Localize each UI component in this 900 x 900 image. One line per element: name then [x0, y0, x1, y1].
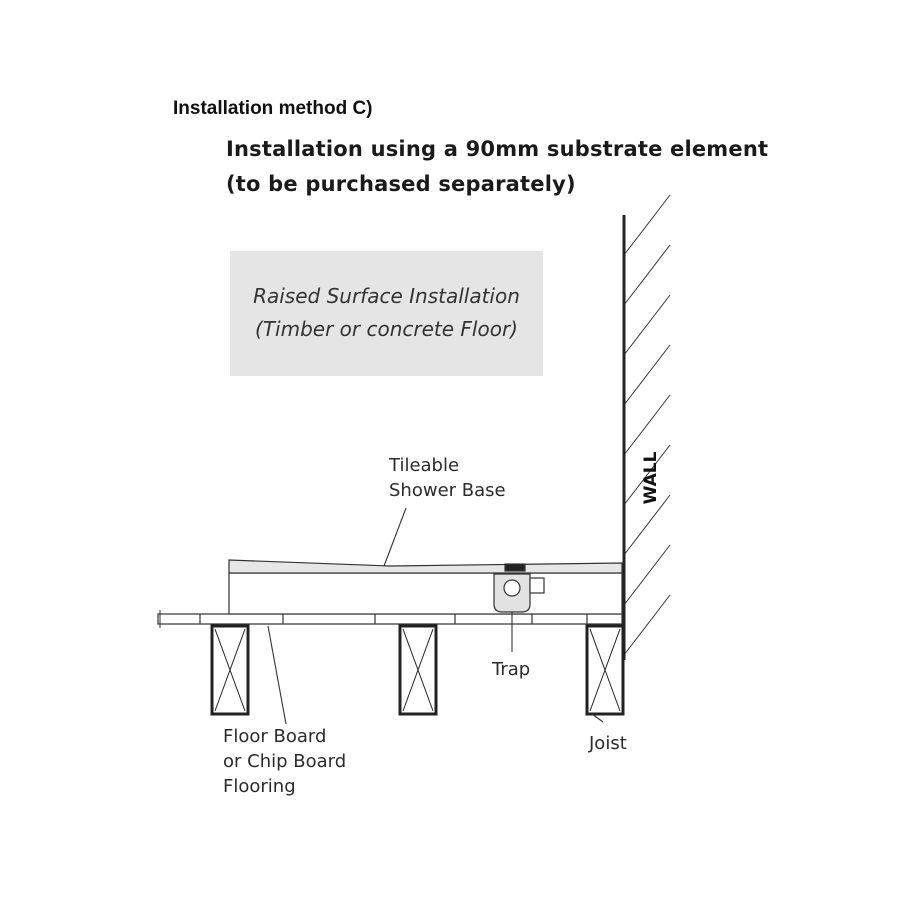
wall-hatching — [623, 194, 671, 656]
floor-board-label: Floor Board or Chip Board Flooring — [223, 724, 346, 799]
floor-board-label-line2: or Chip Board — [223, 751, 347, 772]
shower-base-label-line2: Shower Base — [389, 480, 506, 501]
installation-type-line2: (Timber or concrete Floor) — [255, 317, 518, 341]
substrate-element — [228, 572, 623, 615]
shower-base-label-line1: Tileable — [389, 455, 460, 476]
joist-right — [585, 624, 625, 716]
wall-label: WALL — [641, 451, 661, 504]
installation-type-box: Raised Surface Installation (Timber or c… — [230, 251, 543, 376]
floor-board-label-line3: Flooring — [223, 776, 296, 797]
joist-middle — [398, 624, 438, 716]
method-title: Installation method C) — [173, 98, 373, 119]
trap-label: Trap — [492, 659, 531, 680]
shower-base — [228, 559, 623, 574]
installation-type-line1: Raised Surface Installation — [253, 284, 520, 308]
substrate-headline-line2: (to be purchased separately) — [226, 172, 576, 196]
shower-base-label: Tileable Shower Base — [389, 453, 506, 503]
joist-label: Joist — [589, 733, 627, 754]
leader-lines — [267, 507, 604, 725]
trap — [493, 563, 545, 613]
substrate-headline-line1: Installation using a 90mm substrate elem… — [226, 137, 769, 161]
floor-board-label-line1: Floor Board — [223, 726, 327, 747]
joist-left — [210, 624, 250, 716]
